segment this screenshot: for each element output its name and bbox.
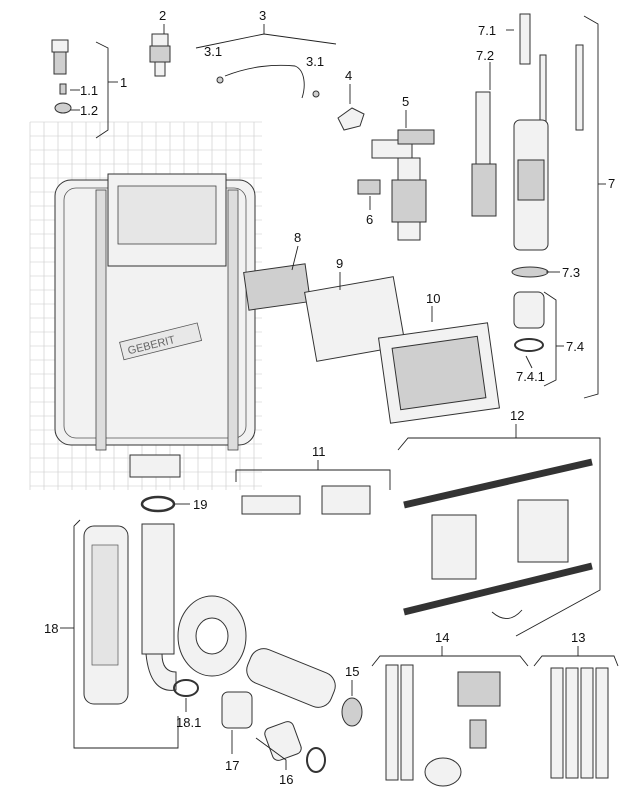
label-19: 19 bbox=[193, 497, 207, 512]
part-4-clip bbox=[337, 107, 365, 131]
part-18-1-seal bbox=[173, 679, 199, 697]
label-7: 7 bbox=[608, 176, 615, 191]
part-3-1-seal-a bbox=[216, 76, 224, 84]
part-11-brackets bbox=[241, 485, 371, 515]
part-3-hose bbox=[224, 64, 305, 99]
label-14: 14 bbox=[435, 630, 449, 645]
label-7-4-1: 7.4.1 bbox=[516, 369, 545, 384]
label-2: 2 bbox=[159, 8, 166, 23]
part-15-ring bbox=[341, 697, 363, 727]
label-7-2: 7.2 bbox=[476, 48, 494, 63]
label-18-1: 18.1 bbox=[176, 715, 201, 730]
part-19-seal bbox=[140, 495, 176, 513]
drain-pipe bbox=[141, 523, 336, 708]
label-3-1-a: 3.1 bbox=[204, 44, 222, 59]
label-4: 4 bbox=[345, 68, 352, 83]
part-14-kit bbox=[385, 664, 501, 787]
label-7-3: 7.3 bbox=[562, 265, 580, 280]
label-1-2: 1.2 bbox=[80, 103, 98, 118]
part-1-valve bbox=[51, 39, 72, 114]
label-12: 12 bbox=[510, 408, 524, 423]
part-7-flush-valve bbox=[471, 13, 584, 352]
label-7-1: 7.1 bbox=[478, 23, 496, 38]
part-10-cover bbox=[377, 322, 501, 424]
label-11: 11 bbox=[312, 444, 326, 459]
part-3-1-seal-b bbox=[312, 90, 320, 98]
label-1: 1 bbox=[120, 75, 127, 90]
label-3: 3 bbox=[259, 8, 266, 23]
label-13: 13 bbox=[571, 630, 585, 645]
part-12-rails bbox=[403, 458, 593, 619]
part-18-flush-pipe bbox=[83, 525, 129, 705]
label-15: 15 bbox=[345, 664, 359, 679]
label-8: 8 bbox=[294, 230, 301, 245]
label-9: 9 bbox=[336, 256, 343, 271]
label-3-1-b: 3.1 bbox=[306, 54, 324, 69]
part-6-connector bbox=[357, 179, 381, 195]
leader-lines bbox=[60, 15, 619, 770]
label-7-4: 7.4 bbox=[566, 339, 584, 354]
label-16: 16 bbox=[279, 772, 293, 787]
part-13-strips bbox=[550, 667, 609, 779]
cistern-frame: GEBERIT bbox=[54, 173, 256, 478]
label-1-1: 1.1 bbox=[80, 83, 98, 98]
part-2-valve bbox=[149, 33, 171, 77]
label-18: 18 bbox=[44, 621, 58, 636]
part-8-mount bbox=[243, 263, 311, 311]
label-17: 17 bbox=[225, 758, 239, 773]
part-labels: 1 1.1 1.2 2 3 3.1 3.1 4 5 6 7.1 7.2 7 7.… bbox=[44, 8, 615, 787]
label-5: 5 bbox=[402, 94, 409, 109]
label-10: 10 bbox=[426, 291, 440, 306]
part-5-fill-valve bbox=[371, 129, 435, 241]
label-6: 6 bbox=[366, 212, 373, 227]
